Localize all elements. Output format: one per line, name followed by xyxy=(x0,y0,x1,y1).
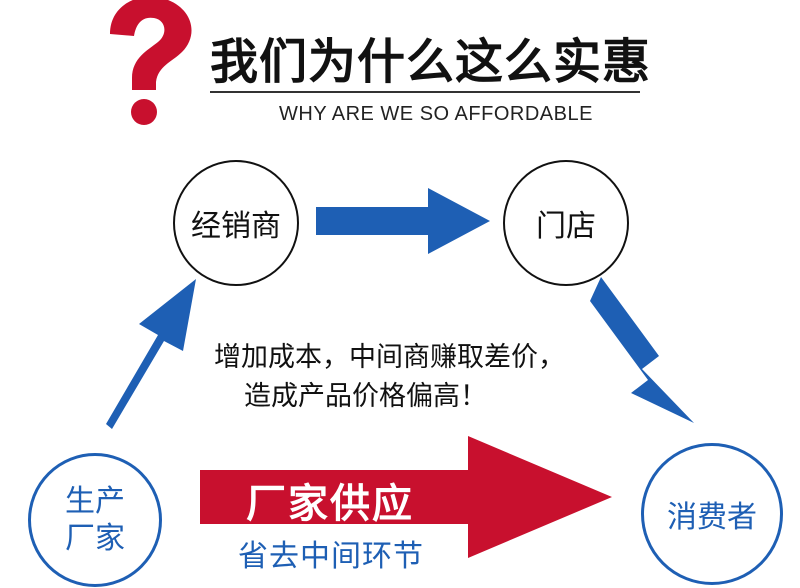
arrow-store-to-consumer xyxy=(590,277,694,423)
middleman-note-line1: 增加成本，中间商赚取差价， xyxy=(214,342,565,373)
skip-middleman-label: 省去中间环节 xyxy=(238,539,424,574)
node-distributor: 经销商 xyxy=(173,160,299,286)
title-divider xyxy=(210,91,640,93)
node-factory-label-2: 厂家 xyxy=(65,521,125,556)
arrow-factory-to-consumer xyxy=(200,436,612,558)
node-factory-label-1: 生产 xyxy=(65,483,125,519)
page-subtitle: WHY ARE WE SO AFFORDABLE xyxy=(279,103,593,125)
page-title: 我们为什么这么实惠 xyxy=(210,34,652,90)
node-distributor-label: 经销商 xyxy=(191,209,281,244)
middleman-note-line2: 造成产品价格偏高！ xyxy=(244,381,487,413)
middleman-note: 增加成本，中间商赚取差价， 造成产品价格偏高！ xyxy=(214,338,594,416)
direct-supply-label: 厂家供应 xyxy=(246,481,414,527)
arrow-factory-to-distributor xyxy=(106,279,196,429)
node-factory: 生产 厂家 xyxy=(28,453,162,587)
node-consumer: 消费者 xyxy=(641,443,783,585)
node-store: 门店 xyxy=(503,160,629,286)
node-store-label: 门店 xyxy=(536,209,596,244)
arrow-distributor-to-store xyxy=(316,188,490,254)
node-consumer-label: 消费者 xyxy=(667,500,757,535)
question-mark-icon xyxy=(110,0,192,125)
